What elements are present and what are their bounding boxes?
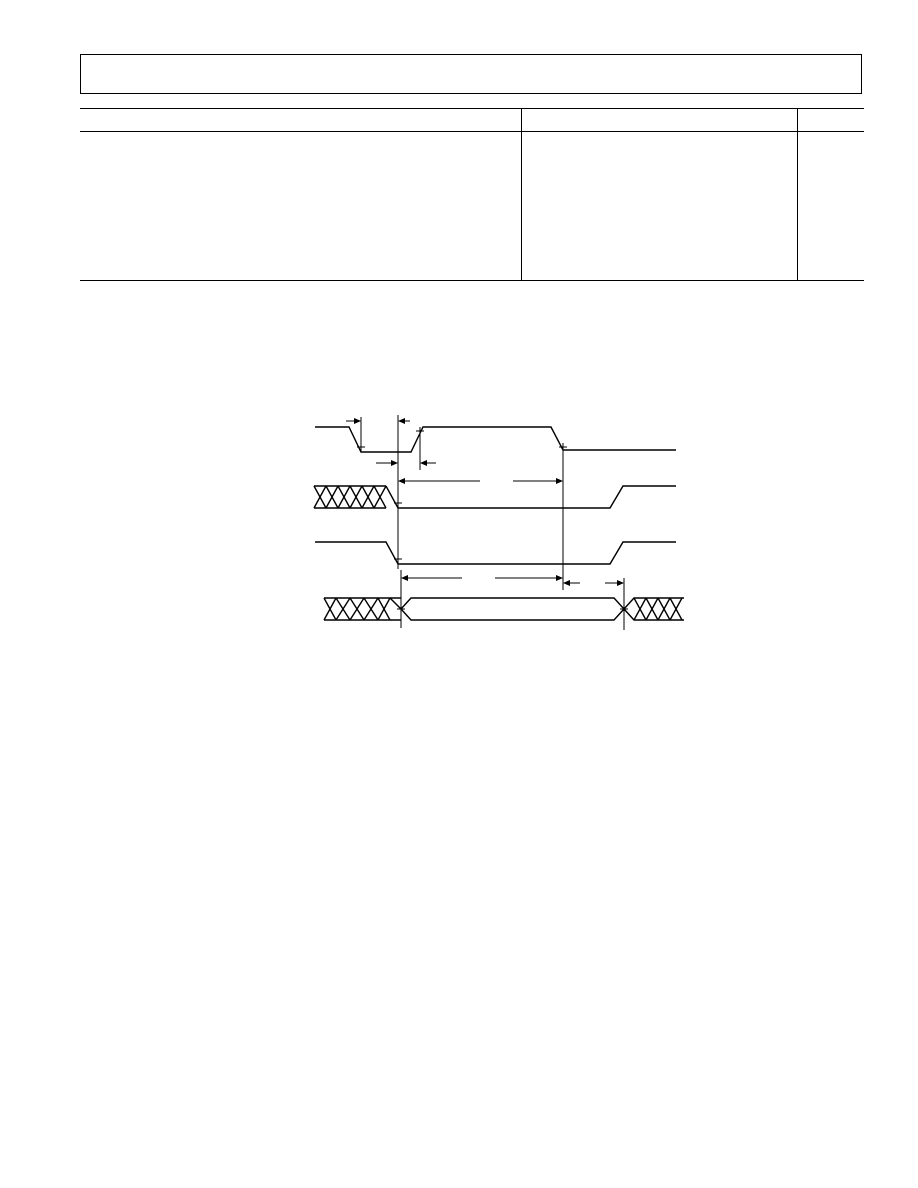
- timing-arrow: [563, 580, 624, 586]
- timing-arrow: [346, 418, 361, 424]
- crossing-markers: [357, 427, 628, 613]
- table-column-divider: [797, 109, 798, 280]
- signal-1-waveform: [315, 426, 676, 453]
- signal-2-crosshatch: [313, 485, 387, 509]
- signal-4-crosshatch-right: [623, 597, 684, 621]
- timing-arrow: [420, 460, 436, 466]
- table-header-rule: [80, 131, 864, 132]
- signal-4-valid-window: [400, 597, 625, 621]
- signal-4-crosshatch-left: [323, 597, 402, 621]
- title-box: [80, 54, 862, 94]
- spec-table: [80, 108, 864, 281]
- timing-arrow: [398, 418, 410, 424]
- timing-arrow: [376, 460, 398, 466]
- timing-arrow: [401, 575, 563, 581]
- timing-arrow: [398, 478, 563, 484]
- signal-2-waveform: [385, 485, 676, 509]
- table-column-divider: [521, 109, 522, 280]
- signal-3-waveform: [315, 541, 676, 565]
